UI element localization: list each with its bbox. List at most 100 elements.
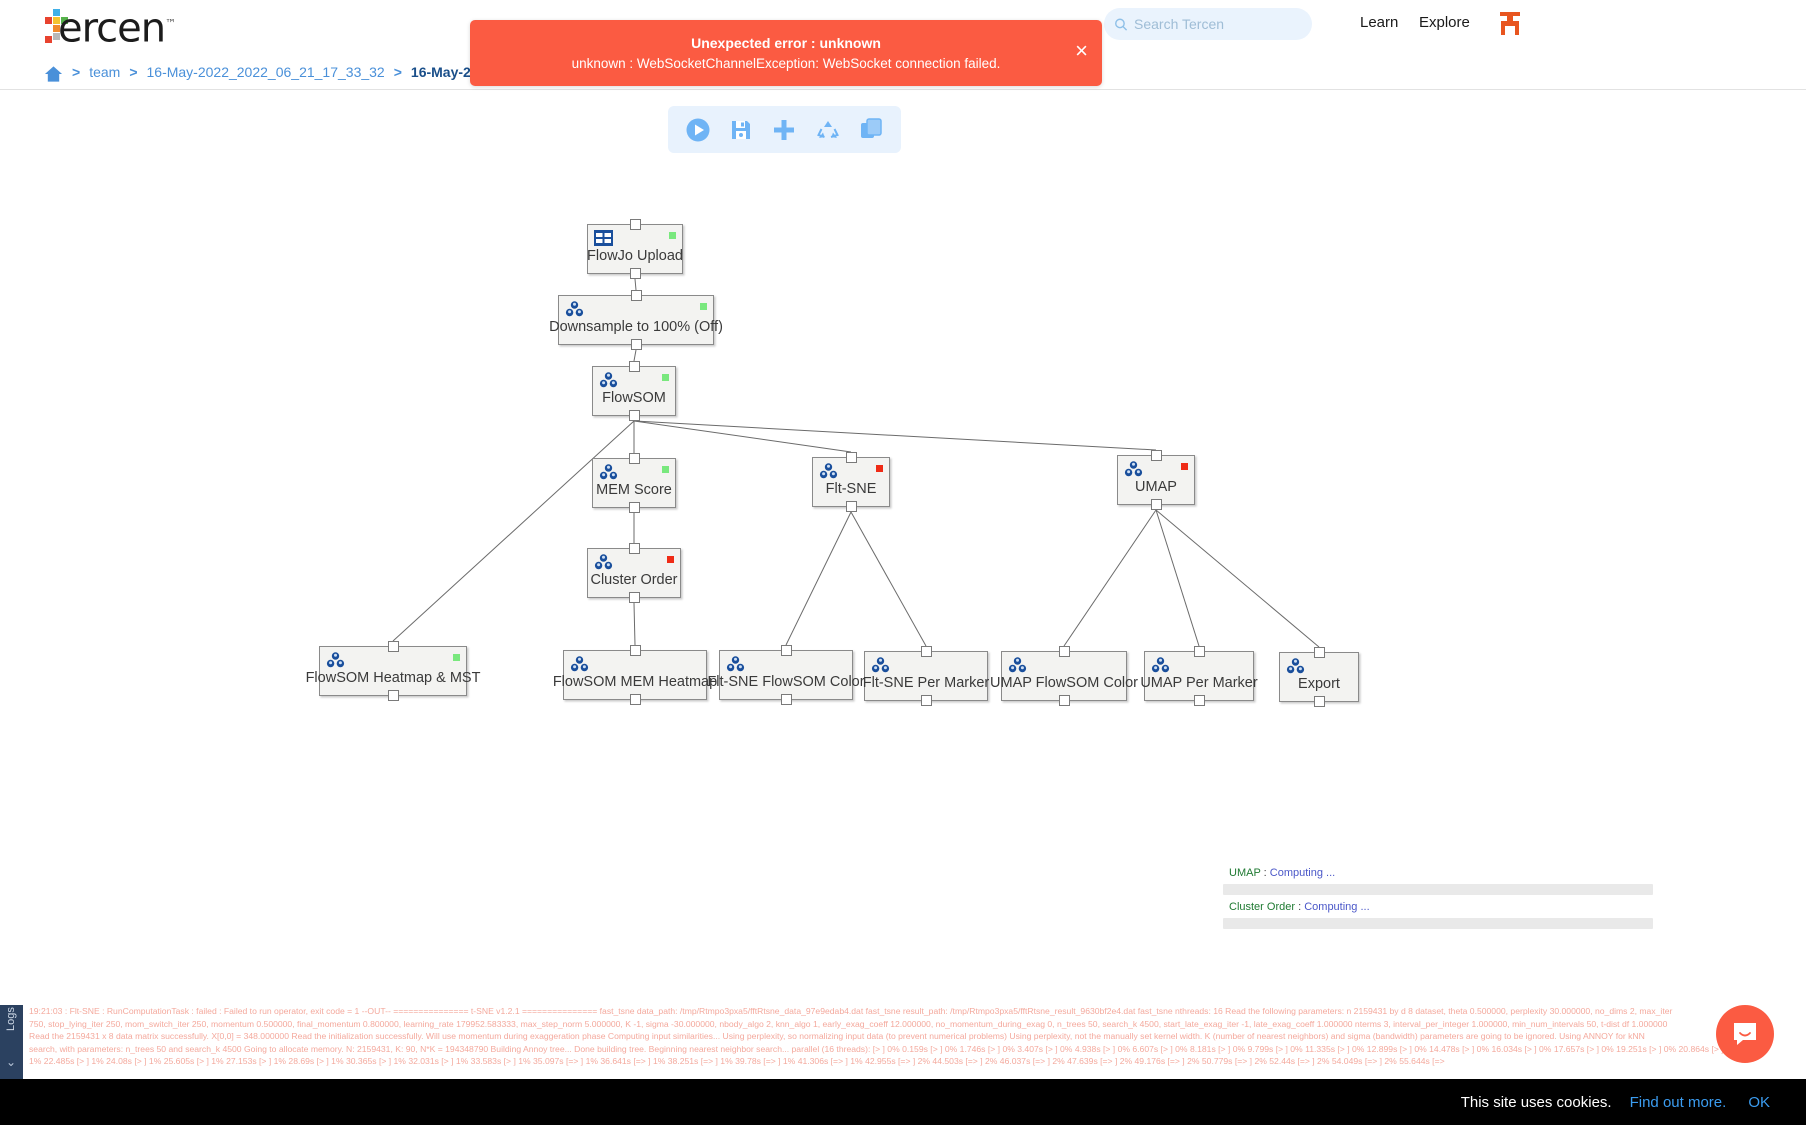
node-input-port[interactable] — [1313, 647, 1325, 658]
workflow-node-fltsne-color[interactable]: Flt-SNE FlowSOM Color — [707, 645, 865, 705]
node-output-port[interactable] — [1058, 695, 1070, 706]
brand-tm: ™ — [165, 16, 176, 30]
cookie-bar: This site uses cookies. Find out more. O… — [0, 1079, 1806, 1125]
log-line: 750, stop_lying_iter 250, mom_switch_ite… — [29, 1018, 1668, 1029]
close-icon[interactable]: × — [1075, 38, 1088, 63]
progress-bar-cluster-order — [1223, 918, 1653, 929]
workflow-node-mem-score[interactable]: MEM Score — [592, 453, 676, 513]
cluster-icon — [599, 464, 618, 480]
edge-flt-sne-to-fltsne-marker — [850, 511, 927, 647]
node-label: Flt-SNE — [825, 481, 877, 497]
node-output-port[interactable] — [629, 694, 641, 705]
edge-umap-to-export — [1155, 509, 1320, 648]
log-line: Read the 2159431 x 8 data matrix success… — [29, 1031, 1645, 1042]
cluster-icon — [570, 656, 589, 672]
save-button[interactable] — [726, 115, 756, 145]
workflow-node-flowsom[interactable]: FlowSOM — [592, 361, 676, 421]
workflow-edges — [392, 278, 1320, 648]
edge-flowsom-to-umap — [633, 420, 1157, 451]
node-status-indicator — [662, 374, 669, 381]
logs-rail-label: Logs — [5, 1007, 17, 1031]
node-label: UMAP FlowSOM Color — [990, 675, 1138, 691]
node-label: FlowJo Upload — [587, 248, 683, 264]
workflow-node-flowjo[interactable]: FlowJo Upload — [587, 219, 683, 279]
node-label: FlowSOM — [602, 390, 666, 406]
run-button[interactable] — [683, 115, 713, 145]
search-input[interactable] — [1134, 16, 1302, 32]
node-output-port[interactable] — [1313, 696, 1325, 707]
node-status-indicator — [662, 466, 669, 473]
error-toast-title: Unexpected error : unknown — [691, 35, 881, 51]
table-icon — [594, 230, 613, 246]
node-label: FlowSOM MEM Heatmap — [552, 674, 718, 690]
node-input-port[interactable] — [1058, 646, 1070, 657]
edge-cluster-order-to-mem-heatmap — [633, 602, 636, 646]
node-output-port[interactable] — [387, 690, 399, 701]
progress-umap-state: Computing ... — [1269, 867, 1336, 879]
cluster-icon — [565, 301, 584, 317]
log-line: 1% 22.485s [> ] 1% 24.08s [> ] 1% 25.605… — [29, 1056, 1445, 1067]
node-input-port[interactable] — [629, 645, 641, 656]
workflow-node-umap-marker[interactable]: UMAP Per Marker — [1140, 646, 1258, 706]
workflow-node-fltsne-marker[interactable]: Flt-SNE Per Marker — [863, 646, 989, 706]
node-output-port[interactable] — [780, 694, 792, 705]
node-input-port[interactable] — [628, 361, 640, 372]
nav-learn[interactable]: Learn — [1360, 14, 1399, 31]
workflow-node-umap[interactable]: UMAP — [1117, 450, 1195, 510]
workflow-node-umap-color[interactable]: UMAP FlowSOM Color — [990, 646, 1138, 706]
chat-bubble-button[interactable] — [1716, 1005, 1774, 1063]
duplicate-button[interactable] — [856, 115, 886, 145]
node-input-port[interactable] — [387, 641, 399, 652]
progress-bar-umap — [1223, 884, 1653, 895]
cookie-ok-button[interactable]: OK — [1748, 1093, 1770, 1111]
node-input-port[interactable] — [1193, 646, 1205, 657]
cookie-text: This site uses cookies. — [1460, 1093, 1612, 1111]
workflow-node-mem-heatmap[interactable]: FlowSOM MEM Heatmap — [553, 645, 717, 705]
node-output-port[interactable] — [630, 339, 642, 350]
error-toast-message: unknown : WebSocketChannelException: Web… — [571, 56, 1001, 71]
progress-row-cluster-order: Cluster Order : Computing ... — [1223, 899, 1653, 915]
workflow-node-cluster-order[interactable]: Cluster Order — [587, 543, 681, 603]
cookie-find-out-more-link[interactable]: Find out more. — [1629, 1093, 1727, 1111]
breadcrumb-item-team[interactable]: team — [89, 64, 121, 80]
node-output-port[interactable] — [920, 695, 932, 706]
node-label: UMAP Per Marker — [1140, 675, 1258, 691]
node-label: Flt-SNE FlowSOM Color — [707, 674, 865, 690]
node-output-port[interactable] — [1150, 499, 1162, 510]
workflow-node-export[interactable]: Export — [1279, 647, 1359, 707]
node-input-port[interactable] — [780, 645, 792, 656]
node-status-indicator — [700, 303, 707, 310]
edge-flowsom-to-flt-sne — [633, 420, 852, 453]
breadcrumb-separator-1: > — [129, 64, 138, 80]
node-output-port[interactable] — [629, 268, 641, 279]
workflow-node-flt-sne[interactable]: Flt-SNE — [812, 452, 890, 512]
node-input-port[interactable] — [845, 452, 857, 463]
nav-explore[interactable]: Explore — [1419, 14, 1470, 31]
node-input-port[interactable] — [630, 290, 642, 301]
node-output-port[interactable] — [628, 410, 640, 421]
node-input-port[interactable] — [1150, 450, 1162, 461]
search-box[interactable] — [1104, 8, 1312, 40]
chevron-down-icon[interactable]: ⌄ — [6, 1055, 17, 1069]
node-input-port[interactable] — [920, 646, 932, 657]
node-output-port[interactable] — [628, 592, 640, 603]
add-step-button[interactable] — [769, 115, 799, 145]
workflow-node-downsample[interactable]: Downsample to 100% (Off) — [549, 290, 723, 350]
node-output-port[interactable] — [845, 501, 857, 512]
breadcrumb-item-project[interactable]: 16-May-2022_2022_06_21_17_33_32 — [146, 64, 385, 80]
robot-icon[interactable] — [1496, 10, 1524, 38]
node-input-port[interactable] — [628, 453, 640, 464]
node-output-port[interactable] — [1193, 695, 1205, 706]
node-input-port[interactable] — [628, 543, 640, 554]
node-output-port[interactable] — [628, 502, 640, 513]
log-line: search, with parameters: n_trees 50 and … — [29, 1043, 1724, 1054]
recycle-button[interactable] — [813, 115, 843, 145]
node-status-indicator — [667, 556, 674, 563]
node-status-indicator — [453, 654, 460, 661]
home-icon[interactable] — [44, 65, 63, 83]
node-input-port[interactable] — [629, 219, 641, 230]
edge-flt-sne-to-fltsne-color — [785, 511, 852, 646]
workflow-node-heatmap-mst[interactable]: FlowSOM Heatmap & MST — [306, 641, 480, 701]
tercen-logo[interactable]: ercen™ — [44, 4, 189, 48]
